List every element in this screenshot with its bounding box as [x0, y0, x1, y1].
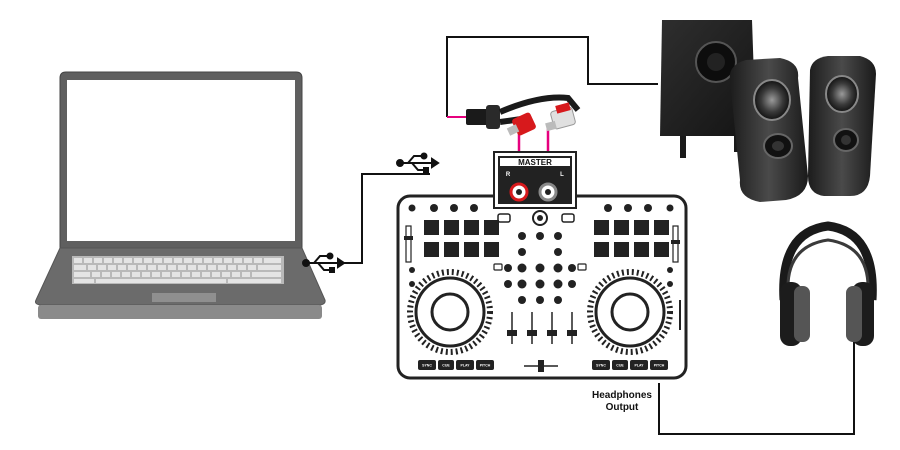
- left-sync-label: SYNC: [422, 364, 432, 368]
- usb-icon: [396, 152, 440, 173]
- left-pitch-label: PITCH: [480, 364, 491, 368]
- right-pitch-label: PITCH: [654, 364, 665, 368]
- master-r-label: R: [506, 172, 511, 178]
- right-sync-label: SYNC: [596, 364, 606, 368]
- master-label: MASTER: [518, 158, 552, 167]
- rca-to-jack-cable-icon: [447, 94, 581, 192]
- left-play-label: PLAY: [460, 364, 470, 368]
- right-play-label: PLAY: [634, 364, 644, 368]
- master-l-label: L: [560, 172, 564, 178]
- cables: [340, 36, 855, 435]
- usb-cable: [340, 173, 430, 264]
- headphones-output-label-line1: Headphones: [592, 390, 652, 401]
- speaker-cable: [446, 36, 658, 117]
- left-cue-label: CUE: [442, 364, 450, 368]
- right-cue-label: CUE: [616, 364, 624, 368]
- headphones-output-label-line2: Output: [606, 402, 639, 413]
- laptop-icon: [35, 71, 326, 319]
- dj-controller-icon: MASTER R L: [396, 151, 688, 380]
- usb-icon: [302, 252, 346, 273]
- headphones-icon: [779, 221, 877, 346]
- speakers-icon: [660, 20, 876, 202]
- headphone-cable: [658, 338, 855, 435]
